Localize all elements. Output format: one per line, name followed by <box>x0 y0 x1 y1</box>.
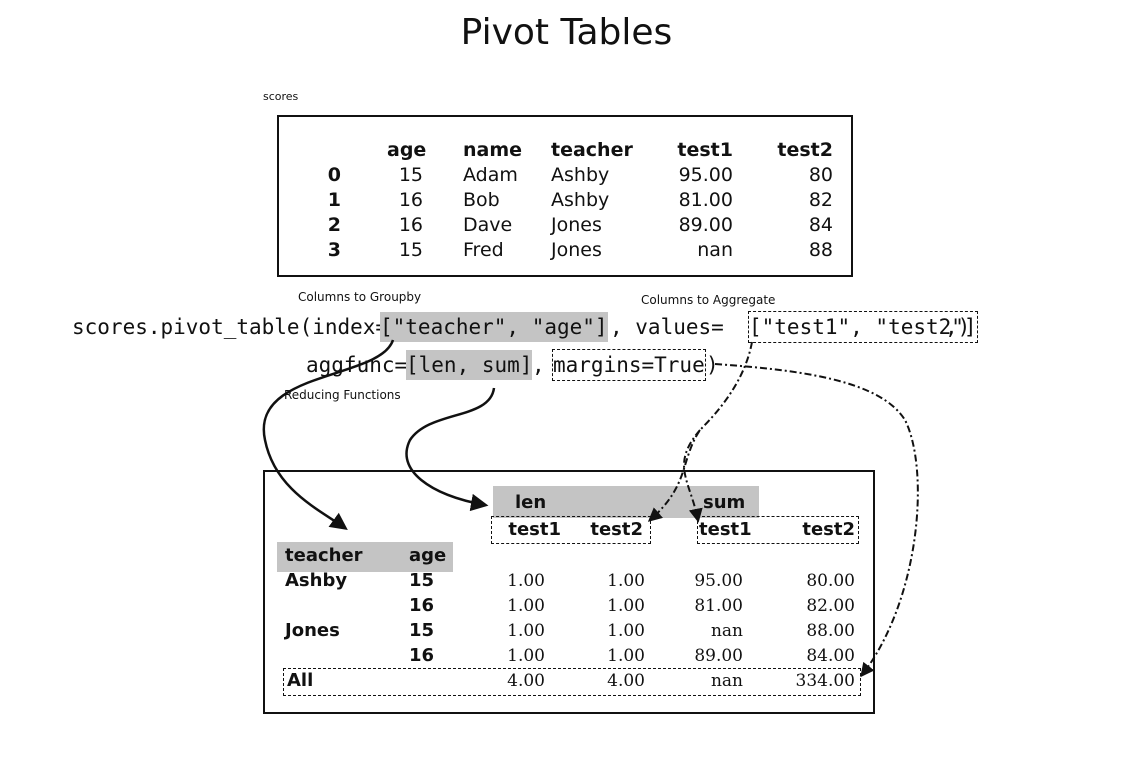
pivot-margin-cell: nan <box>710 671 743 691</box>
pivot-cell: 1.00 <box>507 596 545 616</box>
pivot-subheader-sum-test2: test2 <box>802 519 855 540</box>
pivot-cell: 1.00 <box>607 571 645 591</box>
pivot-cell: 1.00 <box>507 621 545 641</box>
arrow-values-len <box>647 341 753 522</box>
pivot-row-age: 15 <box>409 620 435 641</box>
pivot-row-age: 15 <box>409 570 435 591</box>
code-values-arg: ["test1", "test2"] <box>748 311 978 343</box>
scores-cell-name: Fred <box>463 239 504 261</box>
index-header-band <box>277 542 453 572</box>
scores-label: scores <box>263 90 299 103</box>
arrow-margins <box>714 363 919 678</box>
len-subheader-box <box>491 516 651 544</box>
annotation-groupby: Columns to Groupby <box>298 290 422 304</box>
pivot-cell: 84.00 <box>806 646 855 666</box>
pivot-cell: 1.00 <box>507 571 545 591</box>
margin-row-box <box>283 668 861 696</box>
pivot-header-len: len <box>515 492 547 513</box>
code-line1-prefix: scores.pivot_table(index= <box>72 315 389 339</box>
scores-cell-test1: 81.00 <box>678 189 733 211</box>
scores-cell-name: Bob <box>463 189 500 211</box>
pivot-cell: 1.00 <box>607 621 645 641</box>
scores-cell-name: Dave <box>463 214 513 236</box>
pivot-cell: 88.00 <box>806 621 855 641</box>
arrow-values-sum <box>683 429 703 523</box>
pivot-row-age: 16 <box>409 595 435 616</box>
pivot-cell: nan <box>710 621 743 641</box>
scores-cell-teacher: Ashby <box>551 189 610 211</box>
page-title: Pivot Tables <box>460 12 673 53</box>
code-line1-suffix: ,) <box>945 315 971 339</box>
code-aggfunc-arg: [len, sum] <box>406 350 533 380</box>
scores-cell-age: 15 <box>398 239 423 261</box>
code-line2-suffix: ) <box>706 353 719 377</box>
pivot-result-table: len sum test1 test2 test1 test2 teacher … <box>263 470 875 714</box>
code-line1-mid: , values= <box>610 315 724 339</box>
pivot-cell: 95.00 <box>694 571 743 591</box>
scores-cell-name: Adam <box>463 164 518 186</box>
scores-cell-teacher: Jones <box>551 239 602 261</box>
pivot-index-header-teacher: teacher <box>285 545 363 566</box>
arrow-groupby <box>262 339 395 531</box>
code-line2-mid: , <box>532 353 558 377</box>
code-line-2: aggfunc= [len, sum] , margins=True ) <box>306 349 726 381</box>
pivot-margin-cell: 334.00 <box>795 671 855 691</box>
pivot-cell: 1.00 <box>607 596 645 616</box>
scores-cell-test1: 95.00 <box>678 164 733 186</box>
pivot-cell: 80.00 <box>806 571 855 591</box>
pivot-subheader-sum-test1: test1 <box>699 519 752 540</box>
pivot-row-age: 16 <box>409 645 435 666</box>
pivot-index-header-age: age <box>409 545 447 566</box>
pivot-row-teacher: Jones <box>285 620 340 641</box>
code-index-arg: ["teacher", "age"] <box>380 312 608 342</box>
code-line-1: scores.pivot_table(index= ["teacher", "a… <box>72 311 1052 343</box>
aggfunc-header-band <box>493 486 759 518</box>
annotation-aggregate: Columns to Aggregate <box>641 293 776 307</box>
scores-cell-test2: 88 <box>808 239 833 261</box>
pivot-header-sum: sum <box>703 492 746 513</box>
scores-row-index: 0 <box>327 164 341 186</box>
scores-table: age name teacher test1 test2 0 15 Adam A… <box>277 115 853 277</box>
pivot-subheader-len-test1: test1 <box>508 519 561 540</box>
pivot-cell: 1.00 <box>507 646 545 666</box>
scores-cell-teacher: Jones <box>551 214 602 236</box>
pivot-margin-cell: 4.00 <box>607 671 645 691</box>
pivot-cell: 82.00 <box>806 596 855 616</box>
scores-cell-test2: 80 <box>808 164 833 186</box>
scores-cell-age: 16 <box>398 214 423 236</box>
scores-cell-test2: 84 <box>808 214 833 236</box>
pivot-row-teacher: Ashby <box>285 570 348 591</box>
scores-cell-teacher: Ashby <box>551 164 610 186</box>
scores-header-test1: test1 <box>677 139 733 161</box>
scores-row-index: 1 <box>327 189 341 211</box>
pivot-subheader-len-test2: test2 <box>590 519 643 540</box>
arrow-reducing <box>405 387 496 512</box>
annotation-reducing: Reducing Functions <box>284 388 401 402</box>
scores-header-test2: test2 <box>777 139 833 161</box>
scores-header-name: name <box>463 139 523 161</box>
scores-row-index: 2 <box>327 214 341 236</box>
scores-cell-age: 15 <box>398 164 423 186</box>
scores-cell-age: 16 <box>398 189 423 211</box>
scores-cell-test1: 89.00 <box>678 214 733 236</box>
sum-subheader-box <box>697 516 859 544</box>
scores-row-index: 3 <box>327 239 341 261</box>
scores-header-age: age <box>387 139 427 161</box>
pivot-cell: 89.00 <box>694 646 743 666</box>
scores-header-teacher: teacher <box>551 139 633 161</box>
pivot-cell: 1.00 <box>607 646 645 666</box>
code-margins-arg: margins=True <box>552 349 706 381</box>
scores-cell-test1: nan <box>697 239 733 261</box>
pivot-margin-label: All <box>287 670 314 691</box>
pivot-cell: 81.00 <box>694 596 743 616</box>
pivot-margin-cell: 4.00 <box>507 671 545 691</box>
scores-cell-test2: 82 <box>808 189 833 211</box>
